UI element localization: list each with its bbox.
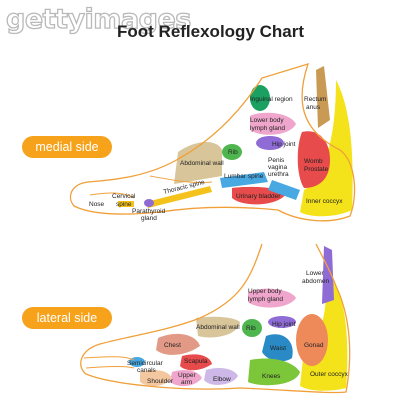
medial-label-urethra: urethra [268, 171, 289, 178]
lateral-scapula [180, 354, 212, 371]
lateral-foot: Lower abdomen Upper body lymph gland Abd… [80, 243, 351, 394]
lateral-label-upper-arm-2: arm [181, 379, 192, 386]
lateral-label-rib: Rib [246, 325, 256, 332]
medial-label-abdominal-wall: Abdominal wall [180, 160, 224, 167]
medial-lumbar-spine [220, 172, 268, 188]
medial-label-inguinal: Inguinal region [250, 96, 293, 103]
lateral-elbow [204, 368, 238, 385]
medial-label-parathyroid-2: gland [141, 215, 157, 222]
lateral-label-semicircular-1: Semicircular [127, 360, 164, 367]
medial-womb-zone [297, 131, 330, 188]
lateral-label-outer-coccyx: Outer coccyx [310, 371, 349, 378]
medial-label-lumbar: Lumbar spine [224, 173, 264, 180]
medial-label-cervical-1: Cervical [112, 193, 136, 200]
medial-label-anus: anus [306, 104, 321, 111]
lateral-label-elbow: Elbow [213, 376, 231, 383]
lateral-label-semicircular-2: canals [137, 367, 157, 374]
lateral-upper-body-lymph [248, 288, 296, 308]
lateral-label-lymph-2: lymph gland [248, 296, 283, 303]
lateral-shoulder [140, 370, 172, 387]
medial-side-badge: medial side [22, 136, 112, 158]
medial-hip-joint [256, 136, 284, 150]
lateral-label-scapula: Scapula [184, 358, 208, 365]
lateral-abdominal-wall [196, 316, 240, 338]
medial-label-penis: Penis [268, 157, 285, 164]
medial-thoracic-spine [146, 186, 212, 208]
lateral-toe-lines [83, 356, 135, 369]
medial-label-nose: Nose [89, 201, 105, 208]
lateral-label-abdominal-wall: Abdominal wall [196, 324, 240, 331]
medial-lower-body-lymph [250, 112, 296, 135]
lateral-label-shoulder: Shoulder [147, 378, 174, 385]
page-title: Foot Reflexology Chart [117, 22, 305, 41]
lateral-side-badge: lateral side [22, 307, 112, 329]
medial-cervical-spine [118, 201, 134, 207]
medial-label-womb: Womb [304, 158, 323, 165]
lateral-label-waist: Waist [270, 345, 286, 352]
medial-foot-outline [69, 63, 356, 222]
lateral-label-gonad: Gonad [304, 342, 324, 349]
lateral-knees [248, 358, 300, 386]
medial-label-hip-joint: Hip joint [272, 141, 296, 148]
lateral-hip-joint [268, 316, 296, 328]
lateral-label-upper-arm-1: Upper [178, 372, 197, 379]
medial-abdominal-wall [174, 142, 222, 184]
medial-foot: Inguinal region Rectum anus Lower body l… [69, 63, 356, 222]
medial-parathyroid-gland [144, 199, 154, 207]
medial-inguinal-region [250, 85, 270, 111]
lateral-label-lower-abdomen-2: abdomen [302, 278, 329, 285]
medial-label-prostate: Prostate [304, 166, 329, 173]
medial-label-cervical-2: spine [116, 201, 132, 208]
lateral-gonad [296, 314, 328, 366]
medial-label-lymph-2: lymph gland [250, 125, 285, 132]
lateral-label-lower-abdomen-1: Lower [306, 270, 325, 277]
lateral-rib [242, 319, 262, 337]
lateral-upper-arm [170, 370, 202, 387]
lateral-lower-abdomen [322, 246, 334, 304]
medial-rectum-band [316, 66, 330, 128]
medial-label-vagina: vagina [268, 164, 288, 171]
lateral-label-hip-joint: Hip joint [272, 321, 296, 328]
medial-urethra [268, 180, 300, 200]
medial-label-rectum: Rectum [304, 96, 326, 103]
medial-arch-line [149, 175, 213, 183]
medial-label-inner-coccyx: Inner coccyx [306, 198, 343, 205]
medial-label-urinary-bladder: Urinary bladder [236, 193, 281, 200]
lateral-label-knees: Knees [262, 373, 281, 380]
medial-label-rib: Rib [228, 149, 238, 156]
lateral-chest [156, 333, 200, 355]
lateral-waist [262, 334, 293, 362]
medial-label-lymph-1: Lower body [250, 117, 284, 124]
medial-rib [222, 144, 242, 160]
medial-toe-line [89, 192, 135, 199]
lateral-foot-outline [80, 243, 351, 394]
medial-label-parathyroid-1: Parathyroid [132, 208, 166, 215]
lateral-label-lymph-1: Upper body [248, 288, 282, 295]
watermark: gettyimages [5, 3, 192, 35]
lateral-label-chest: Chest [164, 342, 181, 349]
